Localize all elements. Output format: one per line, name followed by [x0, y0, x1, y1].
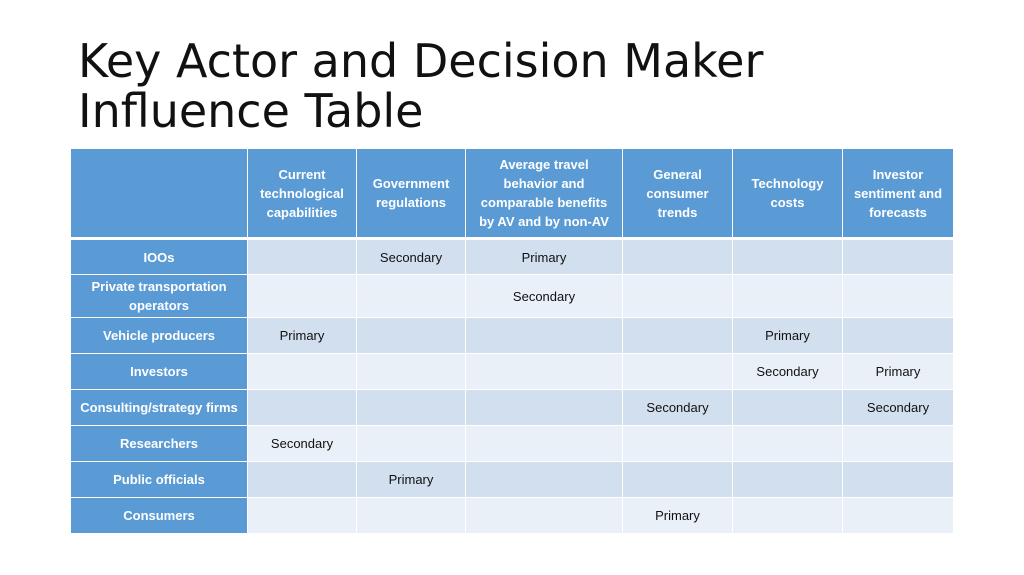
table-cell [842, 317, 954, 354]
table-row: Researchers Secondary [70, 425, 954, 462]
table-row: Consumers Primary [70, 497, 954, 534]
table-cell [247, 238, 357, 275]
table-cell [465, 353, 623, 390]
row-header: Investors [70, 353, 248, 390]
column-header-general-consumer-trends: General consumer trends [622, 148, 733, 240]
table-cell: Secondary [465, 274, 623, 318]
table-cell [356, 425, 466, 462]
table-cell [732, 238, 843, 275]
row-header: Consumers [70, 497, 248, 534]
table-cell: Secondary [732, 353, 843, 390]
table-cell [622, 238, 733, 275]
table-cell: Primary [247, 317, 357, 354]
corner-cell [70, 148, 248, 240]
table-cell [465, 497, 623, 534]
column-header-government-regulations: Government regulations [356, 148, 466, 240]
table-cell: Primary [356, 461, 466, 498]
table-row: Consulting/strategy firms Secondary Seco… [70, 389, 954, 426]
column-header-average-travel-behavior: Average travel behavior and comparable b… [465, 148, 623, 240]
table-cell [842, 238, 954, 275]
row-header: IOOs [70, 238, 248, 275]
table-cell [247, 497, 357, 534]
table-cell [465, 317, 623, 354]
table-cell: Secondary [622, 389, 733, 426]
table-row: IOOs Secondary Primary [70, 238, 954, 275]
column-header-technology-costs: Technology costs [732, 148, 843, 240]
table-cell [622, 274, 733, 318]
table-cell: Secondary [247, 425, 357, 462]
table-cell: Secondary [356, 238, 466, 275]
table-cell [247, 274, 357, 318]
table-cell [622, 317, 733, 354]
table-cell [247, 461, 357, 498]
table-cell [356, 389, 466, 426]
row-header: Public officials [70, 461, 248, 498]
table-cell: Primary [732, 317, 843, 354]
table-cell: Secondary [842, 389, 954, 426]
table-cell [465, 425, 623, 462]
table-cell [622, 353, 733, 390]
table-cell [732, 425, 843, 462]
table-cell [732, 461, 843, 498]
table-row: Public officials Primary [70, 461, 954, 498]
column-header-investor-sentiment: Investor sentiment and forecasts [842, 148, 954, 240]
row-header: Researchers [70, 425, 248, 462]
table-cell [622, 461, 733, 498]
table-cell [356, 353, 466, 390]
table-cell [732, 497, 843, 534]
table-cell [356, 274, 466, 318]
table-cell: Primary [622, 497, 733, 534]
table-cell [247, 353, 357, 390]
table-cell [356, 317, 466, 354]
table-cell [842, 497, 954, 534]
table-cell [842, 461, 954, 498]
table-row: Vehicle producers Primary Primary [70, 317, 954, 354]
table-cell [465, 389, 623, 426]
row-header: Consulting/strategy firms [70, 389, 248, 426]
table-cell [622, 425, 733, 462]
slide-title: Key Actor and Decision Maker Influence T… [78, 34, 764, 138]
influence-table: Current technological capabilities Gover… [70, 148, 954, 534]
table-cell [842, 425, 954, 462]
table-cell [356, 497, 466, 534]
row-header: Vehicle producers [70, 317, 248, 354]
table-cell [465, 461, 623, 498]
column-header-current-technological-capabilities: Current technological capabilities [247, 148, 357, 240]
table-cell [247, 389, 357, 426]
table-cell: Primary [842, 353, 954, 390]
header-row: Current technological capabilities Gover… [70, 148, 954, 240]
table-row: Private transportation operators Seconda… [70, 274, 954, 318]
table-cell: Primary [465, 238, 623, 275]
table-cell [842, 274, 954, 318]
table-cell [732, 274, 843, 318]
table-cell [732, 389, 843, 426]
table-row: Investors Secondary Primary [70, 353, 954, 390]
row-header: Private transportation operators [70, 274, 248, 318]
